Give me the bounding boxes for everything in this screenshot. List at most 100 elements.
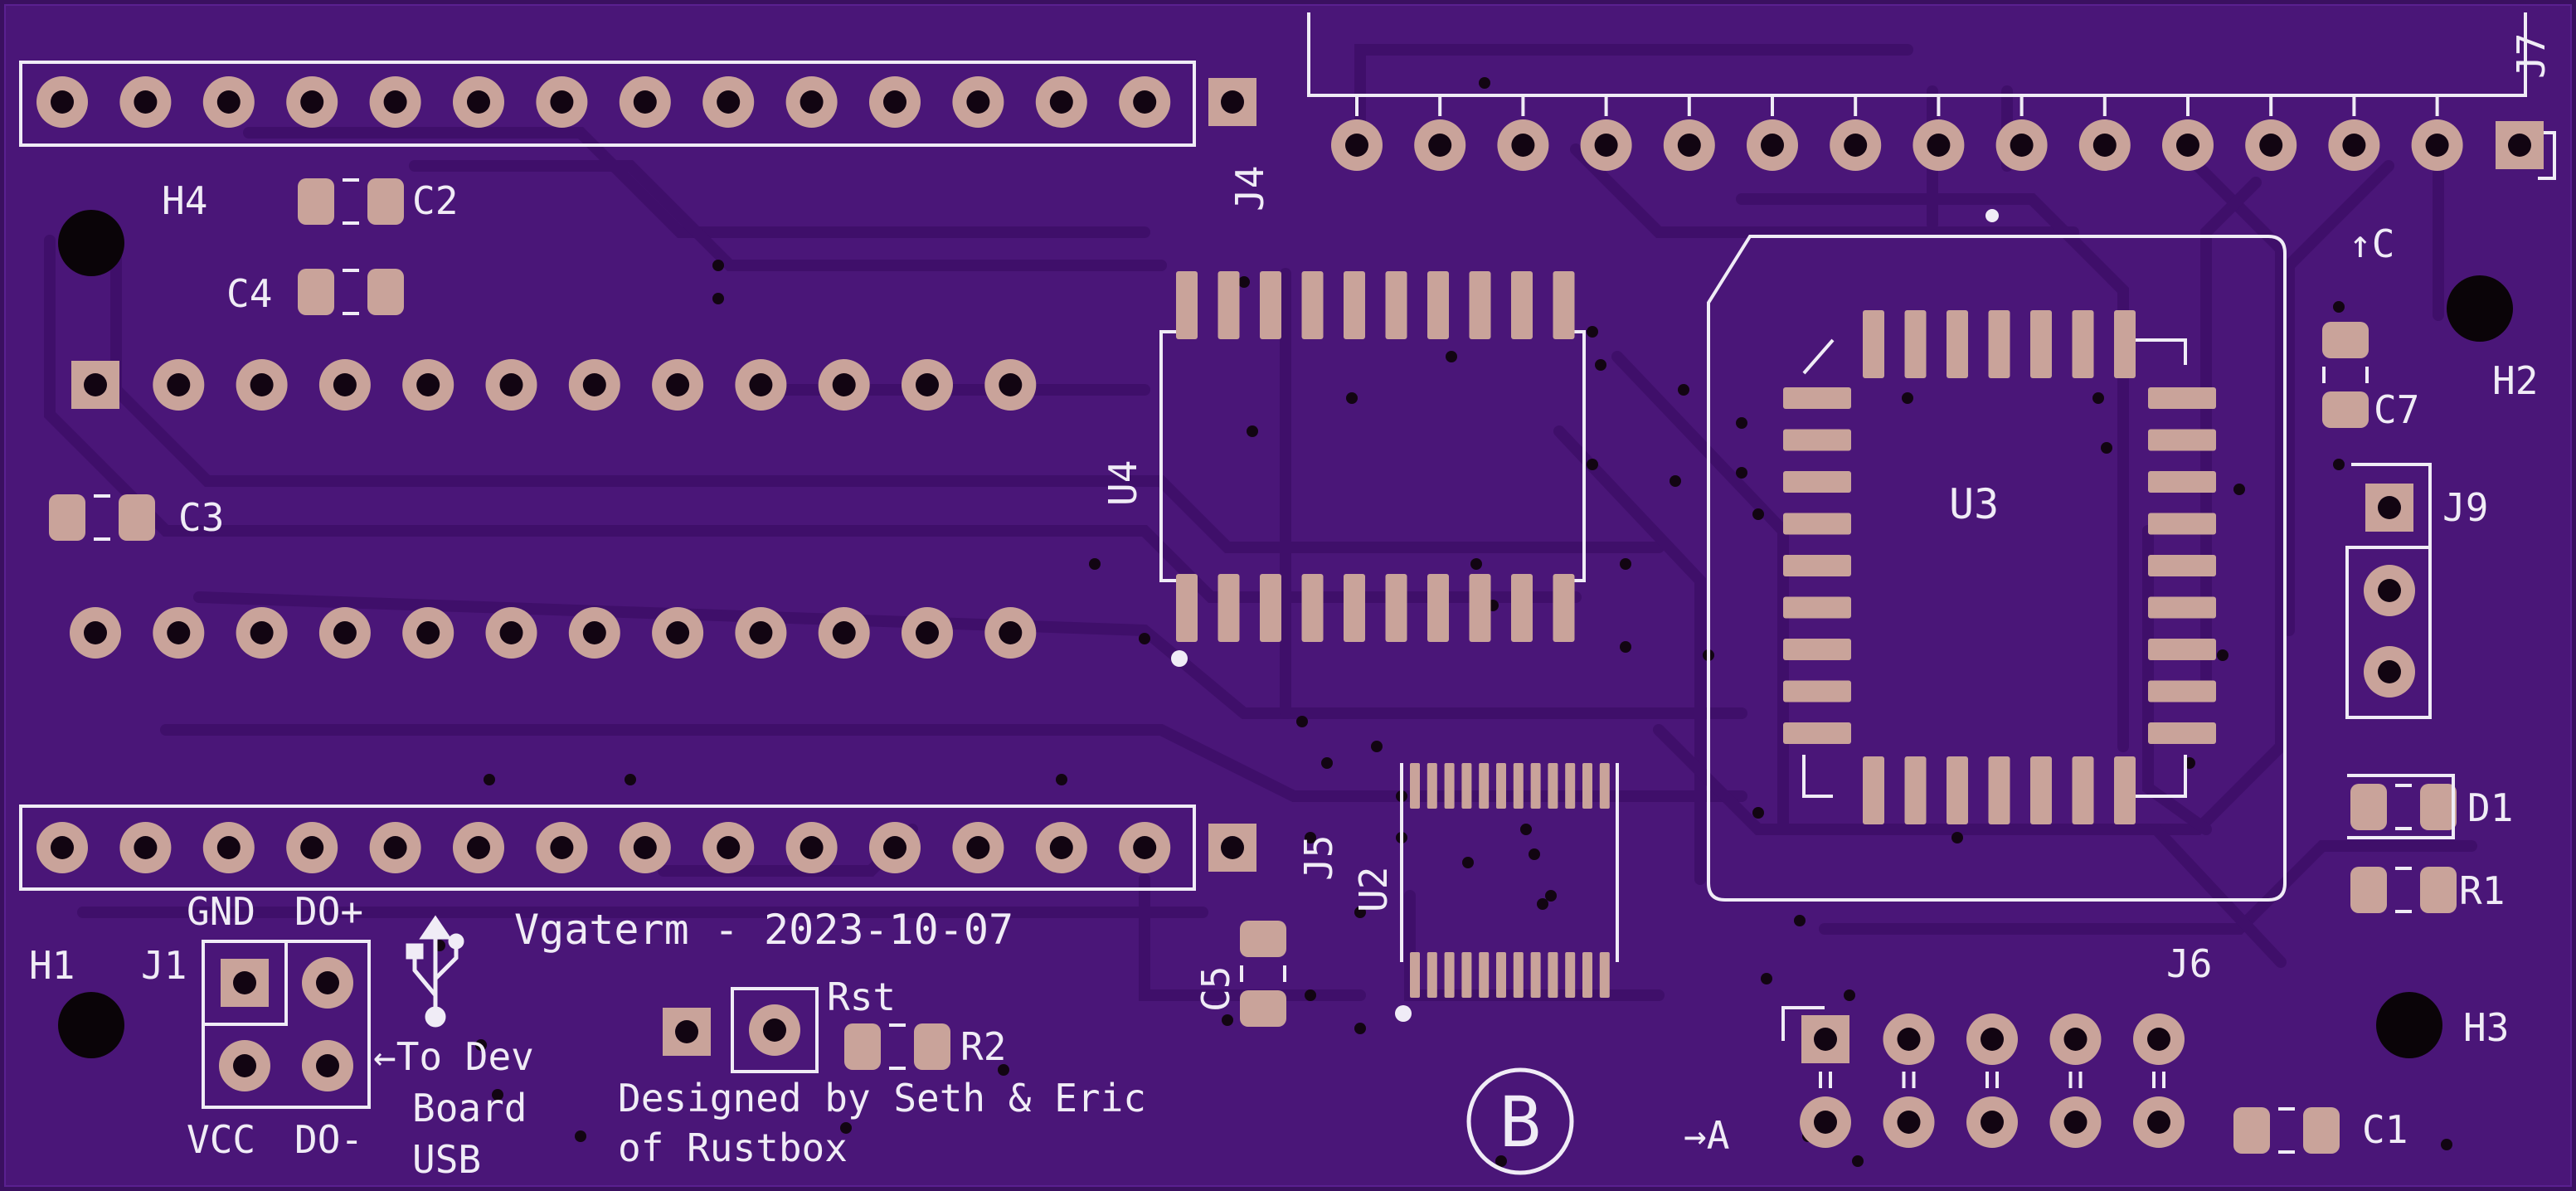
- j4-pin-hole: [966, 90, 990, 114]
- socket-pin-hole: [916, 621, 939, 644]
- j4-outline: [19, 61, 1196, 147]
- j7-pin-hole: [1345, 134, 1368, 157]
- u3-pad: [1863, 310, 1884, 378]
- socket-pin-hole: [999, 373, 1023, 396]
- u2-pad: [1496, 763, 1506, 809]
- u4-pad: [1427, 574, 1449, 642]
- j7-outline: [1307, 12, 2527, 97]
- u3-pad: [2148, 596, 2216, 619]
- u4-pad: [1469, 271, 1491, 339]
- u2-pad: [1530, 763, 1541, 809]
- u4-pad: [1218, 574, 1240, 642]
- j4-pin-hole: [550, 90, 574, 114]
- socket-pin-hole: [167, 621, 191, 644]
- mounting-hole-h2: [2447, 275, 2513, 342]
- j4-pin-hole: [883, 90, 906, 114]
- j4-pin-hole: [134, 90, 158, 114]
- j6-pin-square-hole: [1814, 1028, 1837, 1051]
- j7-pin-hole: [2010, 134, 2034, 157]
- label-do-minus: DO-: [294, 1117, 363, 1162]
- label-h2: H2: [2492, 358, 2538, 403]
- label-c1: C1: [2362, 1107, 2408, 1152]
- u3-pad: [2148, 387, 2216, 409]
- j4-pin-hole: [383, 90, 407, 114]
- u3-pad: [1783, 639, 1851, 660]
- u3-pad: [1904, 756, 1927, 824]
- r1-pad: [2350, 867, 2387, 913]
- j7-pin1-marker: [2538, 131, 2556, 180]
- u3-pad: [1783, 680, 1851, 702]
- u4-pad: [1344, 574, 1365, 642]
- u3-pad: [2148, 722, 2216, 744]
- j7-pin-square-hole: [2508, 134, 2531, 157]
- j5-header: [36, 822, 1256, 873]
- rst-button-outline: [731, 987, 819, 1073]
- u3-pad: [1947, 310, 1968, 378]
- label-r2: R2: [960, 1024, 1006, 1069]
- board-title: Vgaterm - 2023-10-07: [514, 906, 1013, 954]
- designer-credit-line2: of Rustbox: [618, 1125, 848, 1170]
- u2-pad: [1479, 763, 1490, 809]
- u2-pad: [1496, 952, 1506, 998]
- label-do-plus: DO+: [294, 889, 363, 934]
- j5-pin-hole: [467, 836, 490, 859]
- socket-row-lower: [70, 607, 1037, 659]
- socket-pin-hole: [666, 621, 690, 644]
- socket-pin-hole: [582, 373, 606, 396]
- u4-pad: [1301, 271, 1324, 339]
- label-vcc: VCC: [187, 1117, 255, 1162]
- u3-pad: [1783, 555, 1851, 576]
- j4-pin-hole: [1049, 90, 1073, 114]
- u3-pad: [2072, 310, 2094, 378]
- label-c4: C4: [226, 271, 272, 316]
- mounting-hole-h3: [2376, 992, 2442, 1058]
- socket-pin-hole: [250, 373, 274, 396]
- u2-pad: [1530, 952, 1541, 998]
- logo-letter: B: [1499, 1082, 1542, 1163]
- u2-pad: [1565, 952, 1576, 998]
- u4-pad: [1344, 271, 1365, 339]
- label-h4: H4: [162, 178, 207, 223]
- u3-pad: [2148, 555, 2216, 576]
- j7-pin-hole: [2176, 134, 2199, 157]
- label-j6: J6: [2166, 941, 2212, 986]
- u3-pad: [2148, 680, 2216, 702]
- j7-pin-hole: [1844, 134, 1868, 157]
- c4-pad: [367, 269, 404, 315]
- u2-pad: [1513, 952, 1524, 998]
- j5-pin-hole: [800, 836, 824, 859]
- j4-pin-hole: [633, 90, 657, 114]
- u4-pin1-dot: [1171, 650, 1188, 667]
- j7-header: [1331, 95, 2544, 171]
- u3-pad: [2072, 756, 2094, 824]
- u2-pad: [1582, 952, 1592, 998]
- u3-pad: [1783, 513, 1851, 535]
- d1-pad: [2350, 784, 2387, 830]
- j5-pin-hole: [216, 836, 241, 859]
- label-j1: J1: [141, 943, 187, 988]
- j5-pin-hole: [633, 836, 657, 859]
- j5-pin-hole: [300, 836, 324, 859]
- smd-passives: [49, 178, 2457, 1154]
- u4-pad: [1511, 574, 1533, 642]
- u4-pad: [1553, 574, 1575, 642]
- j1-pin-do-minus-hole: [316, 1054, 339, 1077]
- u2-pad: [1444, 763, 1455, 809]
- u3-pad: [1783, 471, 1851, 493]
- u4-pad: [1301, 574, 1324, 642]
- socket-pin-hole: [499, 621, 523, 644]
- socket-pin-hole: [333, 621, 357, 644]
- u3-pad: [1783, 722, 1851, 744]
- j7-pin-hole: [1677, 134, 1701, 157]
- u2-pad: [1599, 763, 1610, 809]
- label-u4: U4: [1101, 460, 1145, 506]
- u3-pad: [2148, 471, 2216, 493]
- u2-pad: [1513, 763, 1524, 809]
- u3-pad: [2114, 310, 2136, 378]
- j9-pin1-hole: [2378, 496, 2401, 519]
- c5-pad: [1240, 921, 1286, 957]
- j7-pin-hole: [2425, 134, 2449, 157]
- u2-pad: [1548, 952, 1558, 998]
- j9-outline: [2345, 463, 2432, 719]
- u3-pad: [2030, 310, 2052, 378]
